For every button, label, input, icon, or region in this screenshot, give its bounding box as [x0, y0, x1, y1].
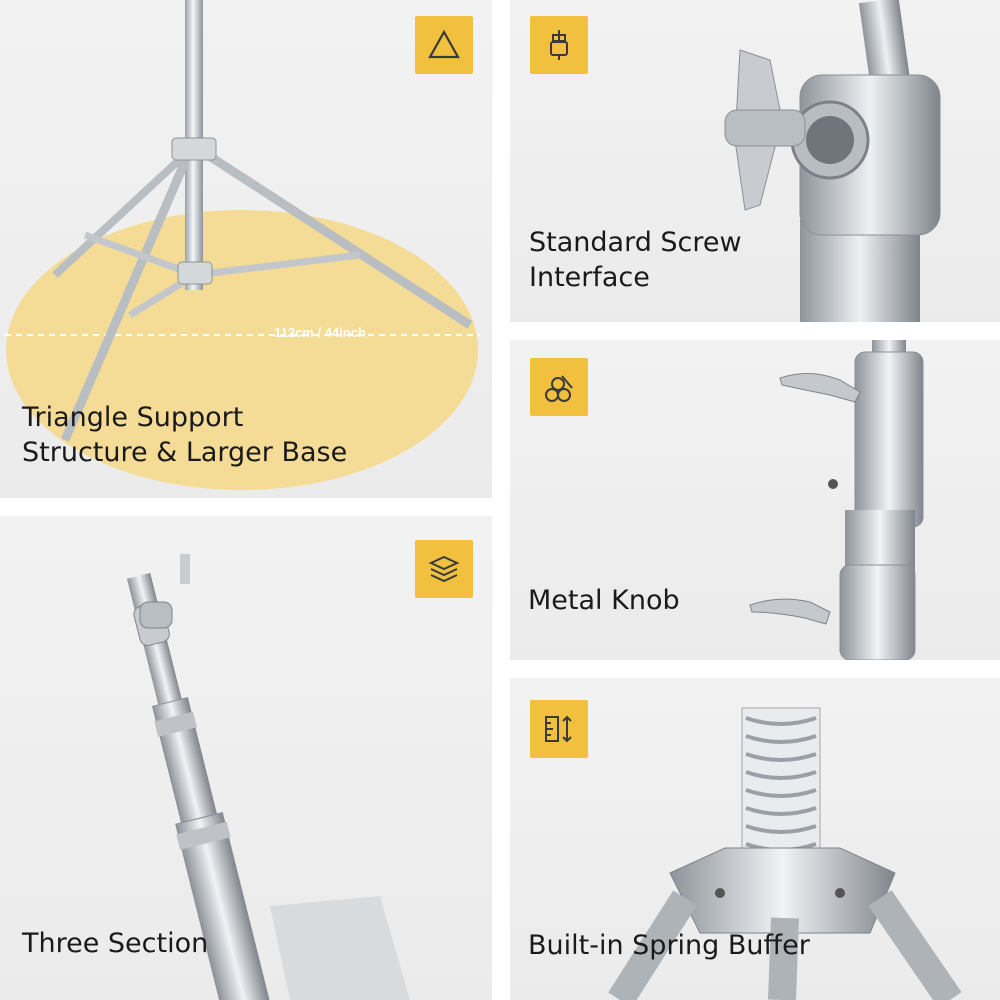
screw-interface-image: [724, 0, 941, 322]
base-circle: [6, 210, 478, 490]
tripod-base-image: [5, 0, 480, 490]
screw-interface-panel: Standard Screw Interface: [510, 0, 1000, 322]
screw-interface-icon: [530, 16, 588, 74]
triangle-support-caption: Triangle Support Structure & Larger Base: [22, 402, 348, 468]
metal-knob-panel: Metal Knob: [510, 340, 1000, 660]
spring-buffer-icon: [530, 700, 588, 758]
layers-icon: [415, 540, 473, 598]
metal-knob-image: [749, 340, 924, 660]
spring-buffer-panel: Built-in Spring Buffer: [510, 678, 1000, 1000]
three-section-caption: Three Section: [22, 928, 209, 959]
three-section-panel: Three Section: [0, 516, 492, 1000]
spring-buffer-image: [608, 707, 962, 1000]
triangle-icon: [415, 16, 473, 74]
spring-buffer-caption: Built-in Spring Buffer: [528, 930, 810, 961]
three-section-image: [126, 554, 410, 1000]
knob-icon: [530, 358, 588, 416]
dimension-label: 112cm / 44inch: [274, 325, 366, 340]
metal-knob-caption: Metal Knob: [528, 585, 680, 616]
screw-interface-caption: Standard Screw Interface: [529, 227, 742, 293]
triangle-support-panel: 112cm / 44inch Triangle Support Structur…: [0, 0, 492, 498]
